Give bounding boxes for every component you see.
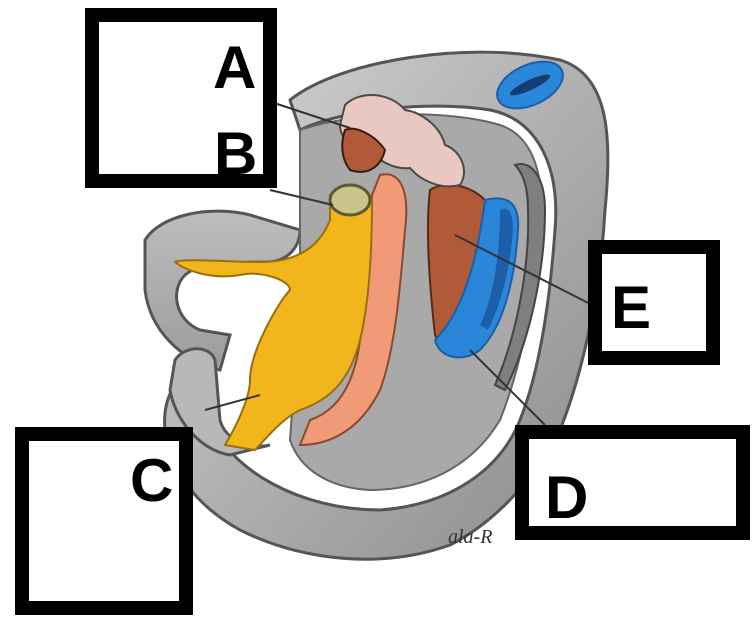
label-c: C (130, 451, 173, 511)
label-a: A (213, 38, 256, 98)
label-d: D (545, 468, 588, 528)
label-e: E (611, 278, 651, 338)
artist-signature: ala-R (448, 526, 492, 549)
tube-cross-section (330, 185, 370, 215)
label-b: B (214, 124, 257, 184)
label-box-e (588, 240, 720, 365)
